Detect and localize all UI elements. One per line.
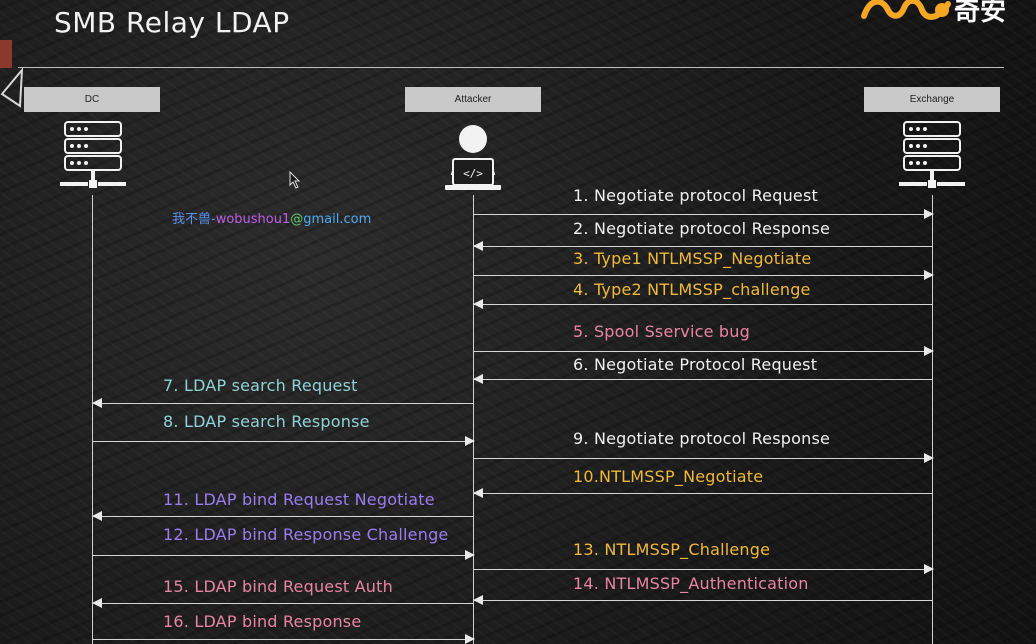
message-arrow [474,270,934,280]
node-label-dc: DC [24,87,160,112]
server-icon [60,121,126,188]
watermark-part: gmail.com [303,212,372,227]
node-label-exchange: Exchange [864,87,1000,112]
message-arrow [474,209,934,219]
message-arrow [92,398,474,408]
mouse-pointer-icon [289,171,301,189]
watermark-part: @ [290,212,304,227]
message-arrow [92,598,474,608]
lifeline-dc [92,195,93,644]
node-label-attacker: Attacker [405,87,541,112]
message-arrow [473,374,933,384]
message-label: 9. Negotiate protocol Response [573,429,831,448]
message-label: 5. Spool Sservice bug [573,322,750,341]
message-label: 12. LDAP bind Response Challenge [163,525,449,544]
hacker-laptop-icon: </> [445,125,501,190]
server-icon [899,121,965,188]
message-arrow [93,436,475,446]
title-divider [18,67,1004,68]
message-label: 16. LDAP bind Response [163,612,362,631]
message-arrow [474,346,934,356]
message-arrow [473,299,933,309]
message-label: 15. LDAP bind Request Auth [163,577,393,596]
message-label: 7. LDAP search Request [163,376,358,395]
message-arrow [92,511,474,521]
message-label: 2. Negotiate protocol Response [573,219,831,238]
watermark-part: wobushou1 [215,212,291,227]
brand-logo-text: 奇安 [954,0,1007,27]
message-arrow [473,488,933,498]
author-watermark: 我不兽-wobushou1@gmail.com [172,208,371,227]
message-label: 13. NTLMSSP_Challenge [573,540,771,559]
slide-corner-decoration [0,40,24,108]
slide-title: SMB Relay LDAP [54,6,290,39]
message-arrow [473,595,933,605]
lifeline-attacker [473,195,474,644]
message-label: 4. Type2 NTLMSSP_challenge [573,280,811,299]
message-label: 1. Negotiate protocol Request [573,186,818,205]
brand-logo: 奇安 [860,0,1036,27]
message-label: 14. NTLMSSP_Authentication [573,574,809,593]
watermark-part: 我不兽- [172,212,216,227]
message-arrow [473,241,933,251]
lifeline-exchange [932,195,933,644]
message-label: 10.NTLMSSP_Negotiate [573,467,764,486]
message-arrow [93,550,475,560]
message-label: 3. Type1 NTLMSSP_Negotiate [573,249,812,268]
brand-logo-mark-icon [861,0,951,20]
message-arrow [93,634,475,644]
message-label: 6. Negotiate Protocol Request [573,355,818,374]
message-label: 8. LDAP search Response [163,412,370,431]
svg-text:</>: </> [463,167,483,180]
message-label: 11. LDAP bind Request Negotiate [163,490,435,509]
message-arrow [474,564,934,574]
message-arrow [474,453,934,463]
